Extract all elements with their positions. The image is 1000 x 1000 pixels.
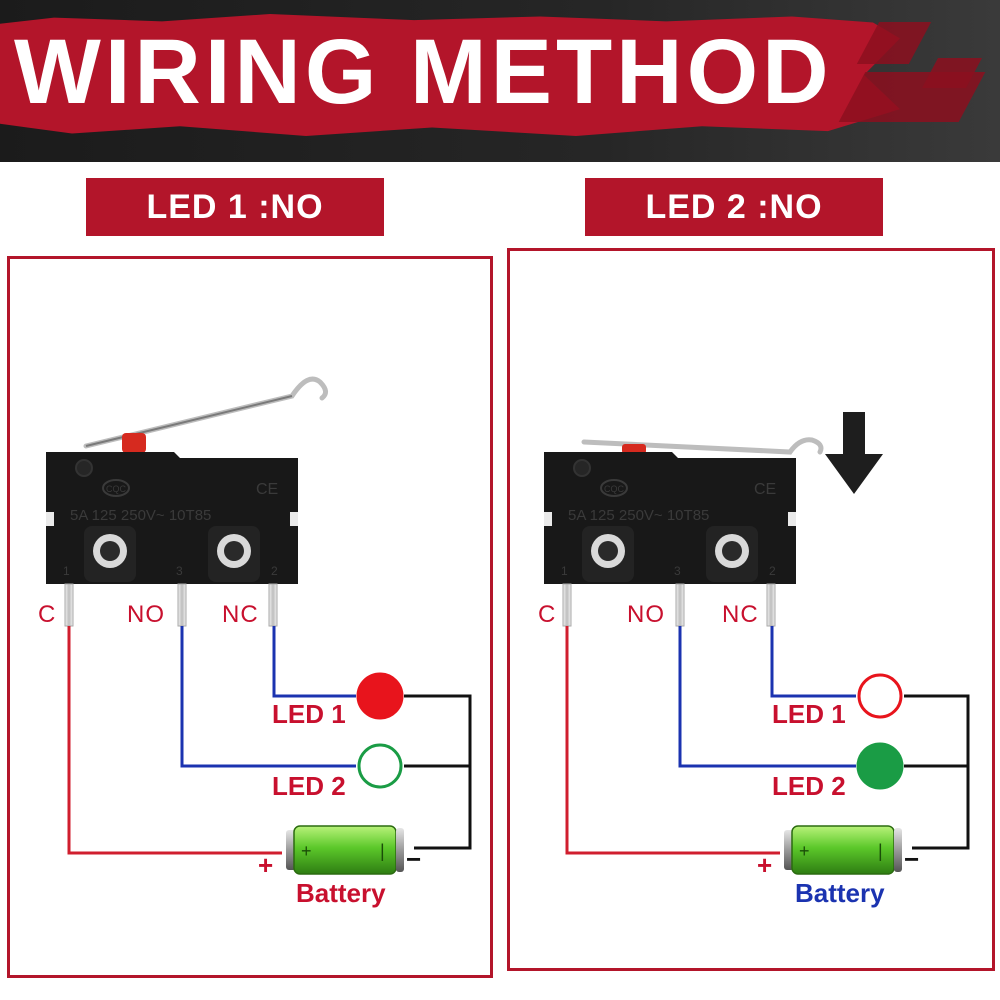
svg-text:CQC: CQC (106, 484, 127, 494)
wire-no (678, 626, 856, 768)
mount-hole-inner (224, 541, 244, 561)
wire-no (180, 626, 356, 768)
pin-number: 1 (63, 564, 70, 578)
wire-return (404, 694, 472, 850)
pin-number: 2 (271, 564, 278, 578)
pin-number: 2 (769, 564, 776, 578)
wire-common (67, 626, 282, 855)
pin-number: 3 (674, 564, 681, 578)
switch-notch (290, 512, 298, 526)
battery-end (894, 828, 902, 872)
mount-hole-inner (100, 541, 120, 561)
pin-number: 3 (176, 564, 183, 578)
switch-actuator (122, 433, 146, 453)
switch-notch (544, 512, 552, 526)
pin-number: 1 (561, 564, 568, 578)
battery-plus-mark: + (799, 841, 810, 861)
ce-mark: CE (754, 481, 776, 498)
panel-1-label: LED 1 :NO (86, 178, 384, 236)
terminal-c-label: C (38, 601, 56, 628)
switch-lever-shadow (85, 395, 293, 447)
switch-lever (83, 376, 328, 449)
panel-2-diagram: CQC CE 5A 125 250V~ 10T85 1 3 2 C NO NC … (538, 412, 970, 908)
battery-plus-mark: + (301, 841, 312, 861)
panel-2-label: LED 2 :NO (585, 178, 883, 236)
led-2-on (856, 742, 904, 790)
red-brush-stroke (0, 14, 900, 136)
press-arrow-icon (825, 412, 883, 494)
battery: + | (286, 825, 404, 875)
led-1-on (356, 672, 404, 720)
battery-label: Battery (795, 878, 885, 908)
pin-no (177, 583, 187, 627)
svg-text:CQC: CQC (604, 484, 625, 494)
page-title: WIRING METHOD (14, 21, 833, 123)
header-banner: WIRING METHOD (0, 0, 1000, 162)
cqc-mark (102, 479, 130, 497)
switch-rating-text: 5A 125 250V~ 10T85 (70, 507, 211, 524)
battery-plus-sign: + (258, 850, 273, 880)
battery-minus-sign: − (406, 844, 421, 874)
led-1-label: LED 1 (272, 699, 346, 729)
cqc-mark (600, 479, 628, 497)
mount-hole-inner (722, 541, 742, 561)
switch-mount-dot (75, 459, 93, 477)
terminal-no-label: NO (627, 601, 665, 628)
terminal-nc-label: NC (722, 601, 759, 628)
battery-minus-sign: − (904, 844, 919, 874)
wire-return (904, 694, 970, 850)
led-1-off (857, 673, 903, 719)
switch-notch (788, 512, 796, 526)
terminal-nc-label: NC (222, 601, 259, 628)
terminal-c-label: C (538, 601, 556, 628)
panel-1-diagram: CQC CE 5A 125 250V~ 10T85 1 3 2 C NO NC … (38, 376, 472, 908)
panel-2-frame (507, 248, 995, 971)
led-1-label: LED 1 (772, 699, 846, 729)
switch-actuator (622, 444, 646, 454)
battery-plus-sign: + (757, 850, 772, 880)
mount-hole-inner (598, 541, 618, 561)
battery-minus-mark: | (878, 841, 883, 861)
terminal-no-label: NO (127, 601, 165, 628)
ce-mark: CE (256, 481, 278, 498)
battery: + | (784, 825, 902, 875)
led-2-label: LED 2 (272, 771, 346, 801)
panel-1-frame (7, 256, 493, 978)
led-2-off (357, 743, 403, 789)
pin-c (562, 583, 572, 627)
wire-common (565, 626, 780, 855)
pin-c (64, 583, 74, 627)
battery-end (396, 828, 404, 872)
switch-notch (46, 512, 54, 526)
wire-nc (770, 626, 856, 698)
pin-nc (268, 583, 278, 627)
switch-lever-pressed (581, 437, 824, 455)
switch-mount-dot (573, 459, 591, 477)
wire-nc (272, 626, 356, 698)
battery-label: Battery (296, 878, 386, 908)
switch-rating-text: 5A 125 250V~ 10T85 (568, 507, 709, 524)
led-2-label: LED 2 (772, 771, 846, 801)
battery-minus-mark: | (380, 841, 385, 861)
pin-no (675, 583, 685, 627)
pin-nc (766, 583, 776, 627)
